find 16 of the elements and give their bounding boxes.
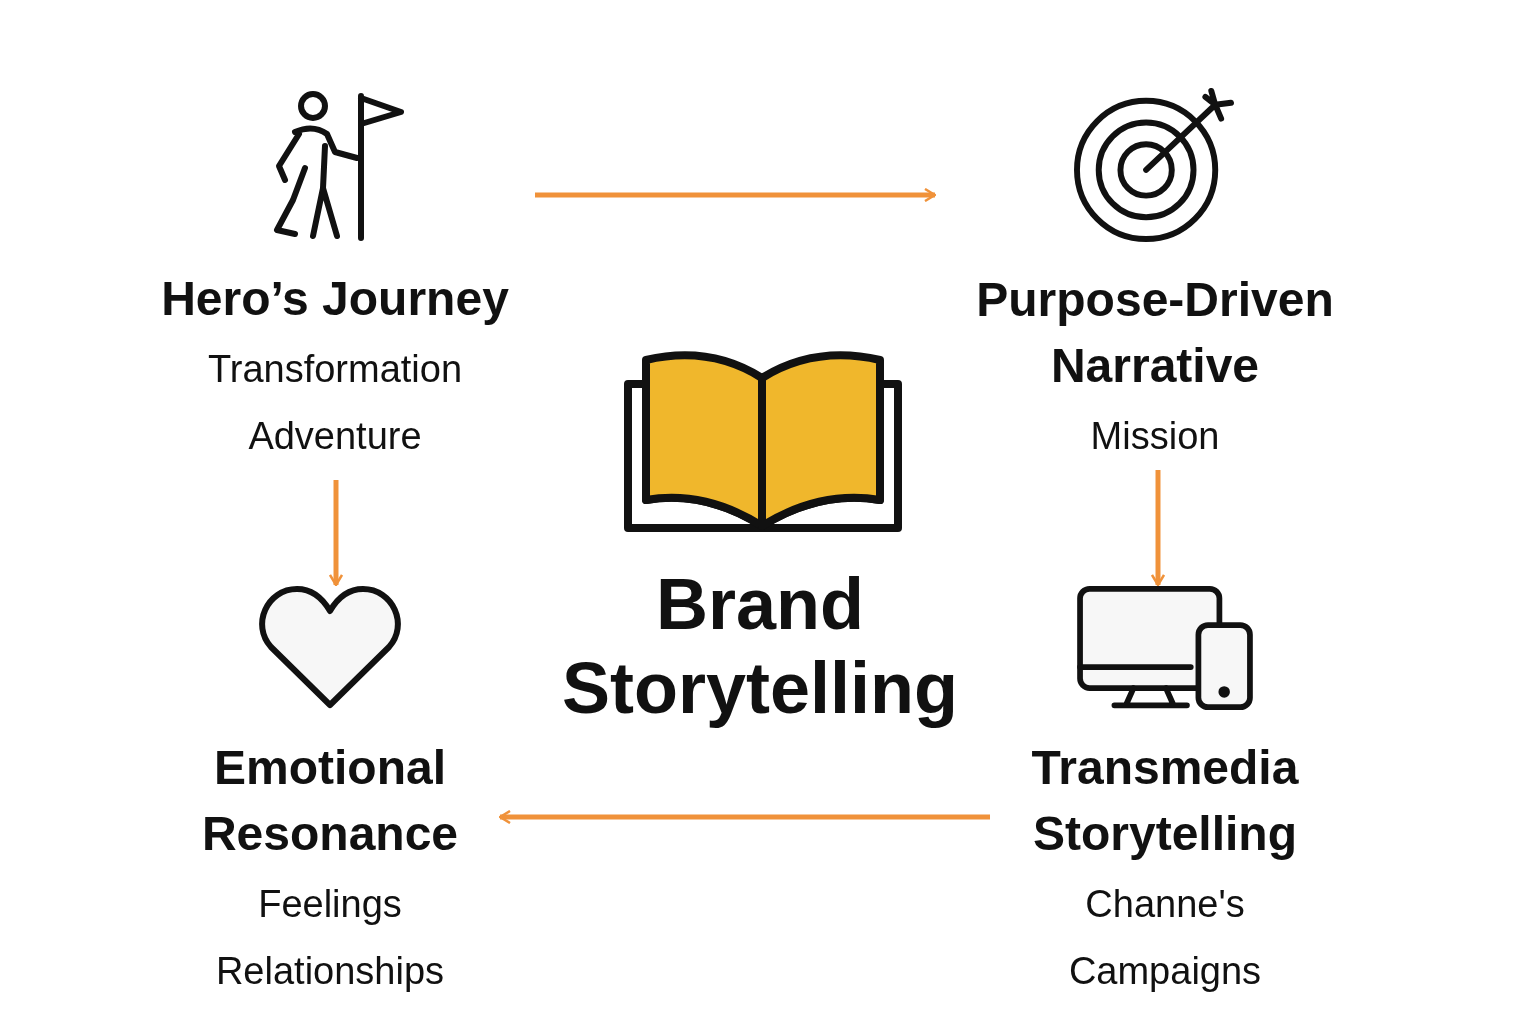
node-title: Transmedia Storytelling [1030,740,1300,862]
center-title: Brand Storytelling [560,563,959,730]
node-subtitle: Channe's [1085,882,1245,927]
node-subtitle: Mission [1090,414,1220,459]
arrow [498,809,990,825]
node-title: Purpose-Driven Narrative [975,272,1335,394]
node-title: Hero’s Journey [161,271,509,327]
node-subtitle: Transformation [207,347,463,392]
arrow [1150,470,1166,587]
arrow [535,187,937,203]
arrow [328,480,344,587]
node-subtitle: Feelings [258,882,402,927]
node-subtitle: Campaigns [1068,949,1262,994]
node-subtitle: Relationships [215,949,445,994]
node-subtitle: Adventure [248,414,422,459]
node-title: Emotional Resonance [200,740,460,862]
